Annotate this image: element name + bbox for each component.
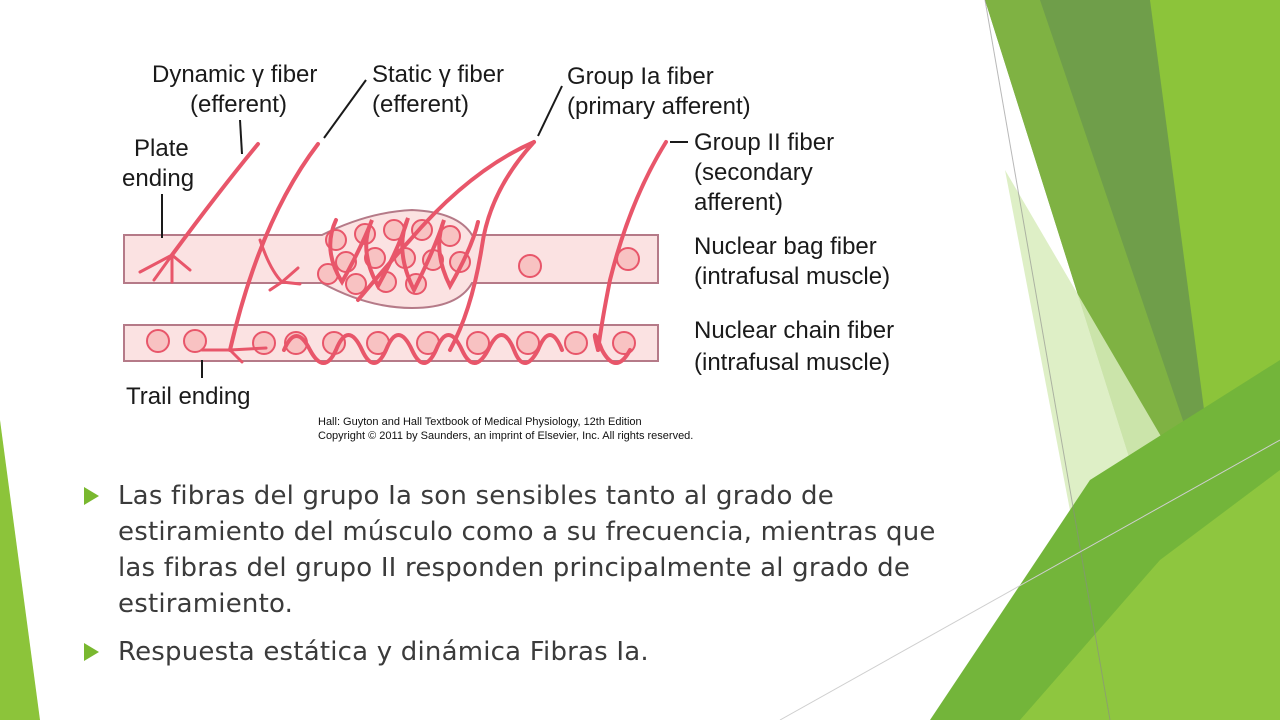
label-nuclear-bag: Nuclear bag fiber bbox=[694, 233, 877, 260]
trail-ending-branches bbox=[200, 346, 268, 364]
label-group-ia-primary: (primary afferent) bbox=[567, 93, 751, 120]
nerve-fibers bbox=[138, 140, 668, 365]
nucleus bbox=[616, 247, 640, 271]
nucleus bbox=[183, 329, 207, 353]
group-ia-branch-chain bbox=[448, 140, 536, 352]
deco-mid-green-band bbox=[985, 0, 1210, 500]
dynamic-leader-line bbox=[239, 119, 243, 155]
label-nuclear-chain: Nuclear chain fiber bbox=[694, 317, 894, 344]
nucleus bbox=[466, 331, 490, 355]
bullet-list: Las fibras del grupo Ia son sensibles ta… bbox=[84, 478, 964, 682]
group-ia-spiral-chain bbox=[282, 333, 564, 365]
group-ii-fiber-path bbox=[596, 140, 668, 352]
label-trail-ending: Trail ending bbox=[126, 383, 251, 410]
group-ia-fiber-path bbox=[356, 140, 536, 302]
bullet-text: Respuesta estática y dinámica Fibras Ia. bbox=[118, 637, 649, 667]
leader-lines bbox=[161, 79, 688, 378]
label-dynamic-efferent: (efferent) bbox=[190, 91, 287, 118]
nucleus bbox=[564, 331, 588, 355]
label-plate: Plate bbox=[134, 135, 189, 162]
label-group-ia: Group Ia fiber bbox=[567, 63, 714, 90]
credit-line-copyright: Copyright © 2011 by Saunders, an imprint… bbox=[318, 430, 694, 442]
credit-line-source: Hall: Guyton and Hall Textbook of Medica… bbox=[318, 416, 642, 428]
group-ia-leader-line bbox=[537, 85, 563, 137]
label-static-gamma: Static γ fiber bbox=[372, 61, 504, 88]
label-group-ii: Group II fiber bbox=[694, 129, 834, 156]
bullet-item: Respuesta estática y dinámica Fibras Ia. bbox=[84, 634, 964, 670]
deco-left-green-band bbox=[0, 420, 40, 720]
nucleus bbox=[345, 273, 367, 295]
plate-ending-branches bbox=[138, 253, 192, 284]
group-ia-spiral-bag bbox=[328, 217, 480, 295]
label-static-efferent: (efferent) bbox=[372, 91, 469, 118]
label-group-ii-afferent: afferent) bbox=[694, 189, 783, 216]
deco-thin-line bbox=[984, 0, 1111, 720]
static-gamma-bag-branch bbox=[258, 238, 302, 292]
static-gamma-fiber-path bbox=[228, 142, 320, 352]
muscle-spindle-diagram: Dynamic γ fiber (efferent) Static γ fibe… bbox=[122, 61, 894, 410]
label-dynamic-gamma: Dynamic γ fiber bbox=[152, 61, 317, 88]
label-nuclear-chain-intrafusal: (intrafusal muscle) bbox=[694, 349, 890, 376]
label-group-ii-secondary: (secondary bbox=[694, 159, 813, 186]
static-leader-line bbox=[323, 79, 367, 139]
nucleus bbox=[146, 329, 170, 353]
bullet-item: Las fibras del grupo Ia son sensibles ta… bbox=[84, 478, 964, 622]
nucleus bbox=[518, 254, 542, 278]
bullet-arrow-icon bbox=[84, 643, 99, 661]
nucleus bbox=[252, 331, 276, 355]
label-plate-ending: ending bbox=[122, 165, 194, 192]
dynamic-gamma-fiber-path bbox=[170, 142, 260, 257]
group-ii-ending bbox=[592, 333, 632, 365]
bullet-text: Las fibras del grupo Ia son sensibles ta… bbox=[118, 481, 936, 619]
bullet-arrow-icon bbox=[84, 487, 99, 505]
deco-thin-line bbox=[779, 439, 1280, 720]
deco-lower-bright-band bbox=[1020, 470, 1280, 720]
label-nuclear-bag-intrafusal: (intrafusal muscle) bbox=[694, 263, 890, 290]
